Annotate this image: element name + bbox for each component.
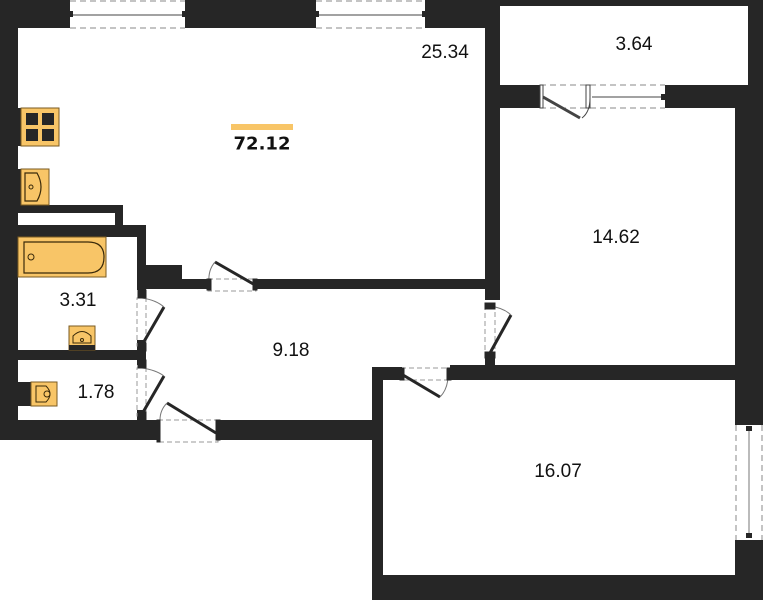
total-area-accent-bar — [231, 124, 293, 130]
door-bedroom-2 — [399, 367, 452, 399]
room-area-kitchen-living: 25.34 — [421, 42, 469, 63]
room-area-bedroom-1: 14.62 — [592, 227, 640, 248]
room-area-bedroom-2: 16.07 — [534, 461, 582, 482]
kitchen-sink-icon — [18, 168, 50, 206]
room-area-hallway: 9.18 — [272, 340, 310, 361]
total-area-label: 72.12 — [233, 133, 291, 155]
fixtures — [17, 107, 107, 407]
door-bedroom-1 — [484, 302, 513, 359]
window-top-right — [315, 0, 426, 29]
toilet-icon — [18, 381, 58, 407]
door-toilet — [136, 359, 166, 421]
window-right-bedroom — [735, 425, 763, 540]
bathtub-icon — [17, 236, 107, 278]
door-kitchen-hall — [206, 260, 258, 292]
window-top-left — [69, 0, 186, 29]
windows — [69, 0, 763, 540]
door-entrance — [156, 401, 221, 443]
balcony-door-window — [539, 84, 665, 120]
stove-icon — [18, 107, 60, 147]
doors — [136, 260, 513, 443]
room-area-toilet: 1.78 — [77, 382, 115, 403]
room-area-bathroom: 3.31 — [59, 290, 97, 311]
door-bathroom — [136, 289, 166, 352]
washbasin-icon — [68, 325, 96, 351]
room-area-balcony: 3.64 — [615, 34, 653, 55]
